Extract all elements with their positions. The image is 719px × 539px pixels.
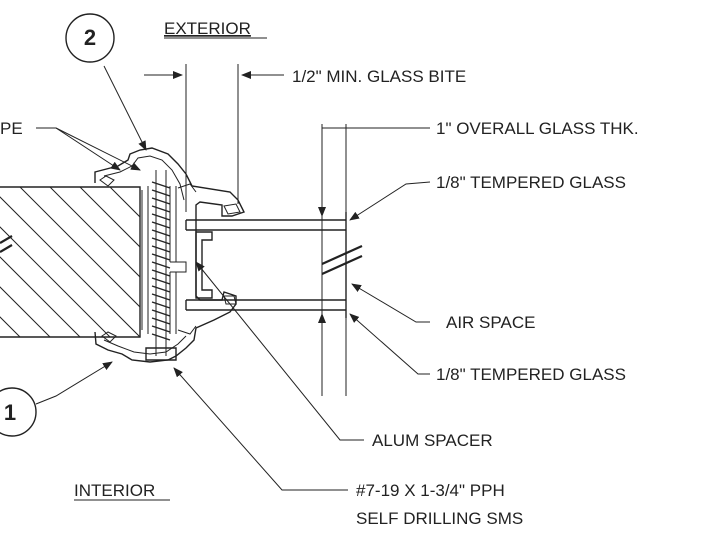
callout-1-label: 1 bbox=[4, 400, 16, 425]
framing-member bbox=[0, 186, 141, 338]
insulated-glass-unit bbox=[185, 212, 363, 318]
alum-spacer-label: ALUM SPACER bbox=[372, 431, 493, 450]
callout-1: 1 bbox=[0, 387, 37, 437]
tape-partial-label: PE bbox=[0, 119, 23, 138]
overall-thk-label: 1" OVERALL GLASS THK. bbox=[436, 119, 639, 138]
exterior-label: EXTERIOR bbox=[164, 19, 251, 38]
tempered-glass-bottom-label: 1/8" TEMPERED GLASS bbox=[436, 365, 626, 384]
callout-2-label: 2 bbox=[84, 25, 96, 50]
dimension-overall-thk bbox=[318, 124, 430, 396]
screw-label-line2: SELF DRILLING SMS bbox=[356, 509, 523, 528]
screw-label-line1: #7-19 X 1-3/4" PPH bbox=[356, 481, 505, 500]
break-mark-left bbox=[0, 235, 13, 253]
tempered-glass-top-label: 1/8" TEMPERED GLASS bbox=[436, 173, 626, 192]
break-mark-glass bbox=[321, 244, 363, 276]
leader-lines bbox=[35, 65, 431, 491]
dimension-glass-bite bbox=[144, 64, 284, 212]
interior-label: INTERIOR bbox=[74, 481, 155, 500]
callout-2: 2 bbox=[65, 13, 115, 63]
alum-spacer-shape bbox=[195, 231, 213, 299]
screw bbox=[145, 170, 177, 361]
air-space-label: AIR SPACE bbox=[446, 313, 535, 332]
glass-bite-label: 1/2" MIN. GLASS BITE bbox=[292, 67, 466, 86]
